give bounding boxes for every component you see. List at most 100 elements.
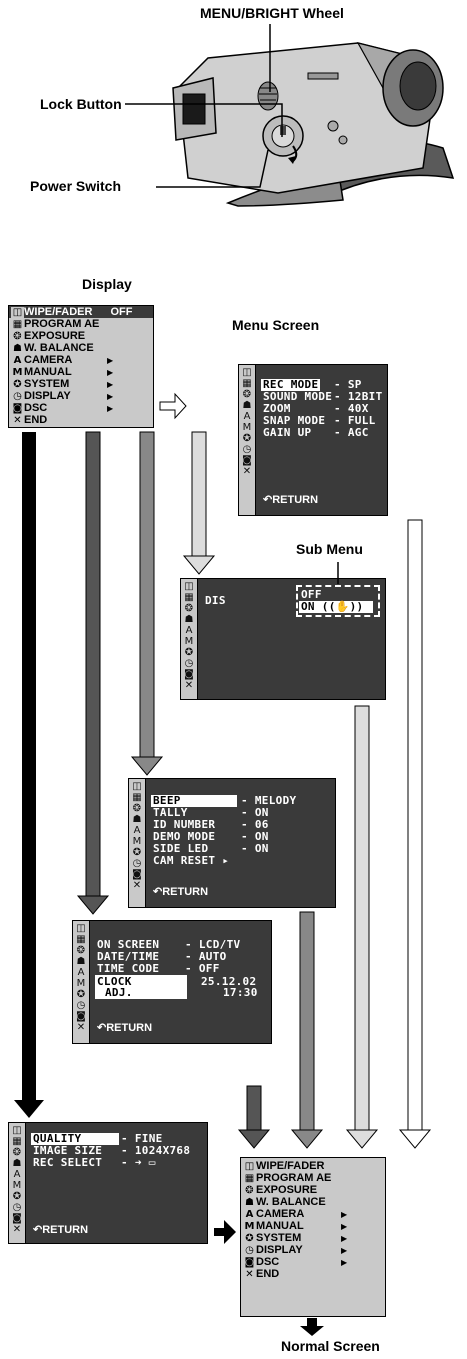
rec-mode-value: - SP (334, 378, 362, 391)
date-time-row[interactable]: DATE/TIME (97, 950, 160, 963)
system-submenu-arrow: ▶ (341, 1234, 348, 1243)
normal-item-exposure[interactable]: ❂EXPOSURE (243, 1184, 317, 1196)
display-icon: ◷ (184, 658, 194, 669)
system-icon: ✪ (184, 647, 194, 658)
normal-item-display[interactable]: ◷DISPLAY (243, 1244, 303, 1256)
display-icon: ◷ (132, 858, 142, 869)
end-icon: ✕ (13, 415, 22, 426)
display-icon: ◷ (245, 1245, 254, 1256)
normal-screen-menu: ◫WIPE/FADER ▦PROGRAM AE ❂EXPOSURE ☗W. BA… (240, 1157, 386, 1317)
lock-button-label: Lock Button (40, 96, 122, 112)
display-submenu-arrow: ▶ (341, 1246, 348, 1255)
return-icon: ↶ (33, 1224, 43, 1236)
rec-select-row[interactable]: REC SELECT (33, 1156, 103, 1169)
main-menu-item-end[interactable]: ✕END (11, 414, 47, 426)
snap-mode-row[interactable]: SNAP MODE (263, 414, 326, 427)
white-balance-icon: ☗ (242, 400, 252, 411)
wipe-fader-icon: ◫ (242, 367, 252, 378)
exposure-icon: ❂ (76, 945, 86, 956)
main-menu-item-system[interactable]: ✪SYSTEM (11, 378, 69, 390)
arrow-to-camera-menu (159, 392, 187, 420)
return-button[interactable]: ↶RETURN (97, 1022, 153, 1034)
on-screen-value: - LCD/TV (185, 938, 241, 951)
end-icon: ✕ (245, 1269, 254, 1280)
arrow-dsc-to-normal (214, 1220, 236, 1244)
rec-mode-row[interactable]: REC MODE (261, 378, 321, 391)
power-switch-label: Power Switch (30, 178, 122, 194)
demo-mode-row[interactable]: DEMO MODE (153, 830, 216, 843)
program-ae-icon: ▦ (184, 592, 194, 603)
icon-strip (9, 1123, 26, 1243)
normal-screen-label: Normal Screen (281, 1338, 380, 1354)
main-menu-item-dsc[interactable]: ◙DSC (12, 402, 48, 414)
dis-option-off[interactable]: OFF (301, 588, 322, 601)
exposure-icon: ❂ (245, 1185, 254, 1196)
arrow-camera-to-normal (398, 519, 432, 1149)
arrow-to-manual-menu (182, 431, 216, 575)
quality-row[interactable]: QUALITY (31, 1133, 203, 1145)
on-screen-row[interactable]: ON SCREEN (97, 938, 160, 951)
return-button[interactable]: ↶RETURN (153, 886, 209, 898)
manual-icon: M (12, 1180, 22, 1191)
normal-item-dsc[interactable]: ◙DSC (244, 1256, 280, 1268)
wipe-fader-icon: ◫ (184, 581, 194, 592)
program-ae-icon: ▦ (12, 1136, 22, 1147)
normal-item-program-ae[interactable]: ▦PROGRAM AE (244, 1172, 332, 1184)
dsc-icon: ◙ (242, 455, 252, 466)
gain-up-row[interactable]: GAIN UP (263, 426, 312, 439)
clock-adj-highlight[interactable] (95, 975, 187, 999)
tally-row[interactable]: TALLY (153, 806, 188, 819)
end-icon: ✕ (242, 466, 252, 477)
dsc-submenu-arrow: ▶ (107, 404, 114, 413)
dis-option-on[interactable]: ON ((✋)) (299, 601, 376, 613)
dsc-icon: ◙ (12, 403, 23, 414)
id-number-value: - 06 (241, 818, 269, 831)
zoom-value: - 40X (334, 402, 369, 415)
time-code-value: - OFF (185, 962, 220, 975)
side-led-row[interactable]: SIDE LED (153, 842, 209, 855)
normal-item-white-balance[interactable]: ☗W. BALANCE (243, 1196, 326, 1208)
dsc-icon: ◙ (132, 869, 142, 880)
return-button[interactable]: ↶RETURN (33, 1224, 89, 1236)
sound-mode-row[interactable]: SOUND MODE (263, 390, 333, 403)
image-size-row[interactable]: IMAGE SIZE (33, 1144, 103, 1157)
end-icon: ✕ (132, 880, 142, 891)
time-code-row[interactable]: TIME CODE (97, 962, 160, 975)
beep-row[interactable]: BEEP (151, 795, 331, 807)
id-number-row[interactable]: ID NUMBER (153, 818, 216, 831)
icon-strip (239, 365, 256, 515)
program-ae-icon: ▦ (244, 1173, 255, 1184)
system-icon: ✪ (132, 847, 142, 858)
demo-mode-value: - ON (241, 830, 269, 843)
exposure-icon: ❂ (132, 803, 142, 814)
dis-label: DIS (205, 594, 226, 607)
main-menu-item-exposure[interactable]: ❂EXPOSURE (11, 330, 85, 342)
exposure-icon: ❂ (13, 331, 22, 342)
zoom-row[interactable]: ZOOM (263, 402, 291, 415)
camera-icon: A (13, 1169, 21, 1180)
manual-icon: M (76, 978, 86, 989)
main-menu-item-program-ae[interactable]: ▦PROGRAM AE (12, 318, 100, 330)
main-menu-item-display[interactable]: ◷DISPLAY (11, 390, 71, 402)
cam-reset-row[interactable]: CAM RESET ▸ (153, 854, 230, 867)
callout-lines (125, 24, 283, 188)
manual-submenu-arrow: ▶ (107, 368, 114, 377)
manual-submenu-arrow: ▶ (341, 1222, 348, 1231)
exposure-icon: ❂ (12, 1147, 22, 1158)
system-submenu-arrow: ▶ (107, 380, 114, 389)
main-menu-item-white-balance[interactable]: ☗W. BALANCE (11, 342, 94, 354)
program-ae-icon: ▦ (76, 934, 86, 945)
normal-item-wipe-fader[interactable]: ◫WIPE/FADER (244, 1160, 325, 1172)
end-icon: ✕ (76, 1022, 86, 1033)
normal-item-end[interactable]: ✕END (243, 1268, 279, 1280)
normal-item-system[interactable]: ✪SYSTEM (243, 1232, 301, 1244)
return-button[interactable]: ↶RETURN (263, 494, 319, 506)
